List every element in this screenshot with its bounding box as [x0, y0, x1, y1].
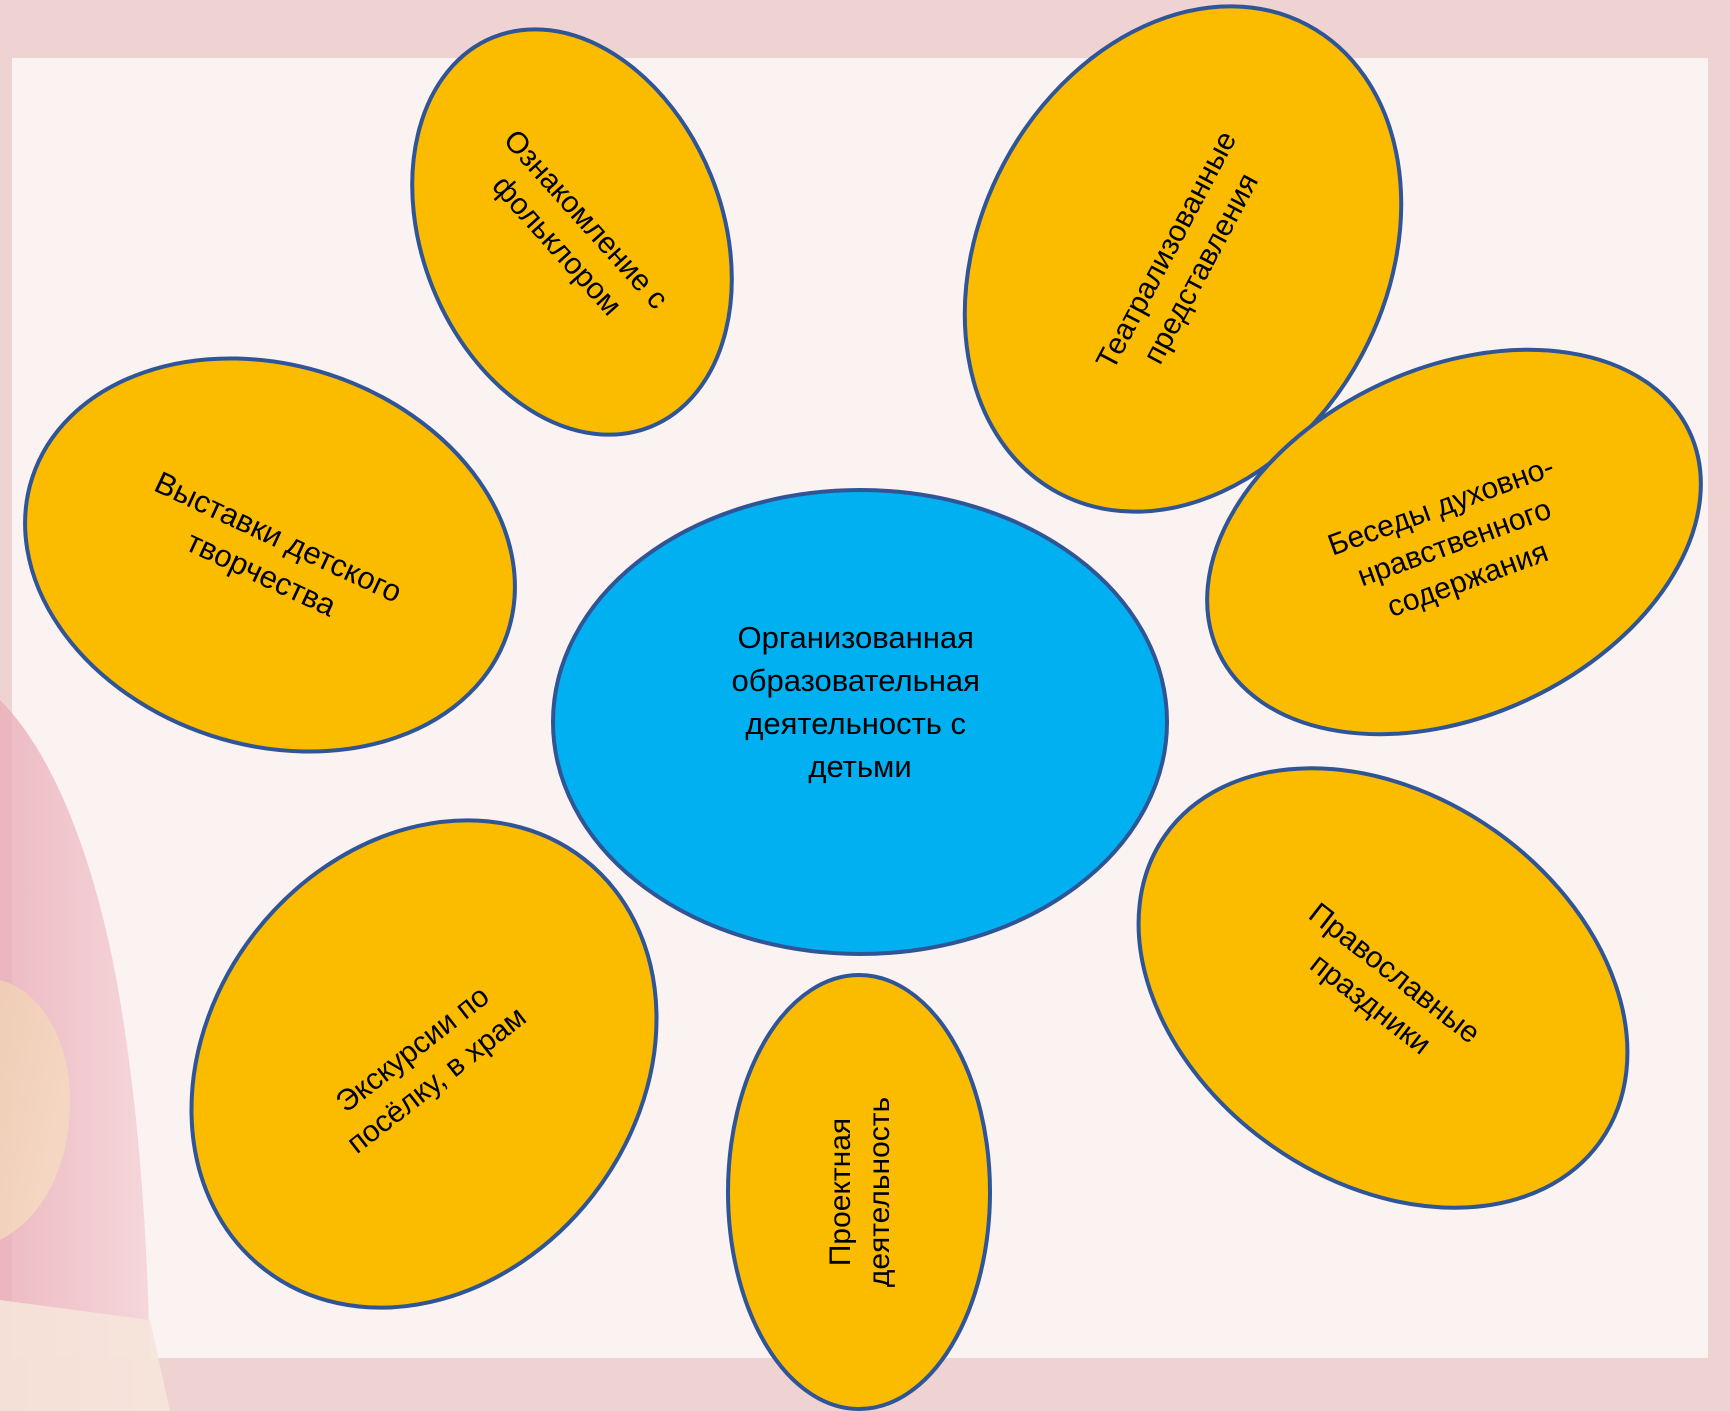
girl-illustration: [0, 700, 170, 1411]
center-node: Организованная образовательная деятельно…: [551, 488, 1169, 956]
center-label-line: деятельность с: [745, 706, 966, 741]
petal-folklore: Ознакомление сфольклором: [410, 27, 734, 437]
petal-ellipse: [1205, 347, 1703, 737]
petal-ellipse: [962, 4, 1404, 514]
petal-talks: Беседы духовно-нравственногосодержания: [1205, 347, 1703, 737]
center-ellipse: [551, 488, 1169, 956]
petal-ellipse: [189, 818, 659, 1310]
center-label-line: детьми: [808, 749, 911, 784]
petal-ellipse: [23, 356, 517, 754]
center-label-line: образовательная: [732, 663, 980, 698]
petal-holidays: Православныепраздники: [1136, 766, 1630, 1210]
petal-label-line: деятельность: [863, 1097, 896, 1287]
petal-theatre: Театрализованныепредставления: [962, 4, 1404, 514]
petal-ellipse: [726, 973, 992, 1411]
petal-exhibitions: Выставки детскоготворчества: [23, 356, 517, 754]
petal-excursions: Экскурсии попосёлку, в храм: [189, 818, 659, 1310]
center-label: Организованная образовательная деятельно…: [732, 620, 989, 784]
petal-label-line: Проектная: [824, 1118, 857, 1266]
center-label-line: Организованная: [737, 620, 973, 655]
petal-ellipse: [1136, 766, 1630, 1210]
petal-ellipse: [410, 27, 734, 437]
